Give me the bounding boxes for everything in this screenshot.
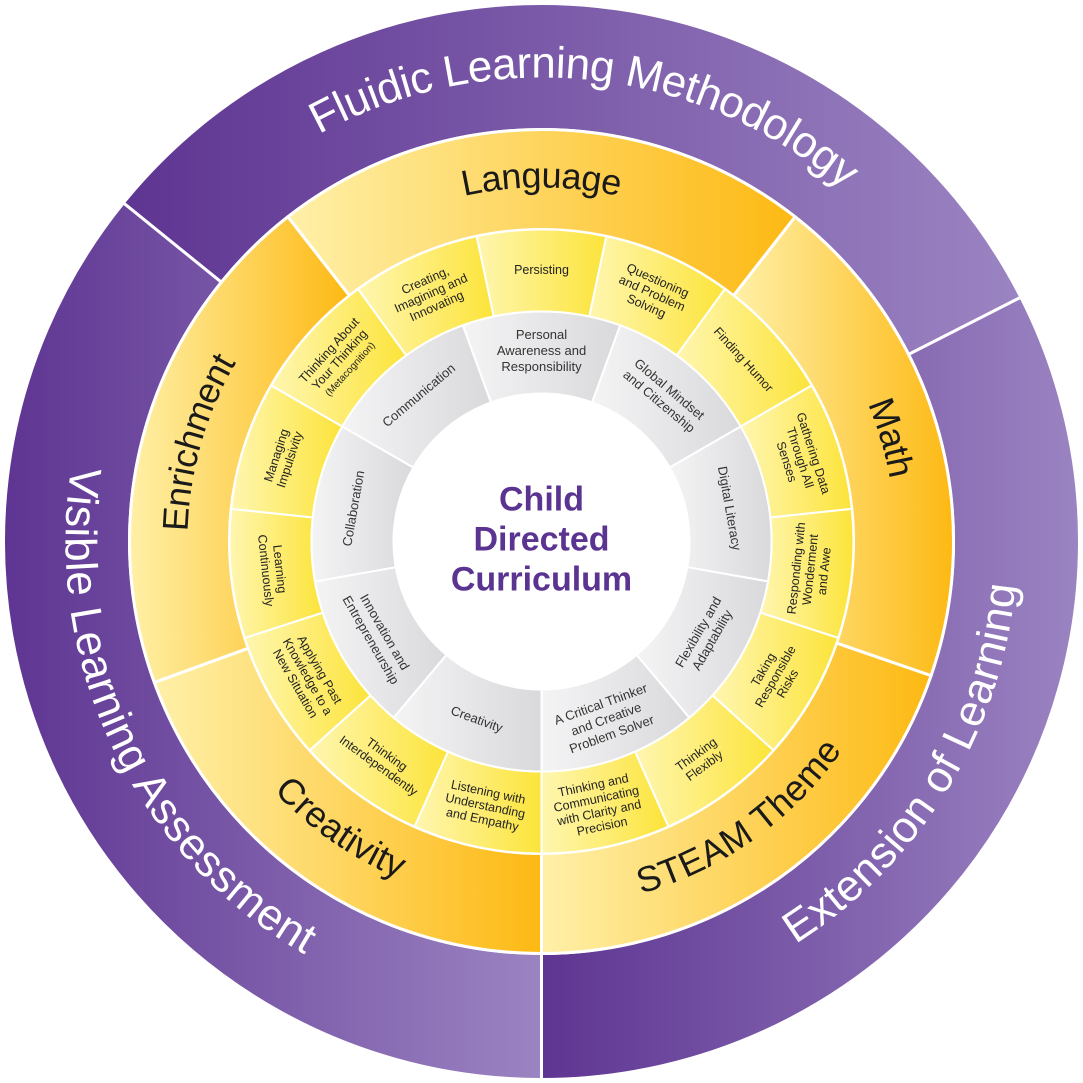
habit-label-line: Learning [270, 544, 289, 594]
skill-label-line: Awareness and [497, 343, 586, 358]
habit-label-line: and Awe [815, 547, 834, 596]
center-title-line: Child [499, 480, 584, 518]
habit-label-line: Persisting [514, 263, 569, 277]
skill-label-line: Responsibility [501, 359, 582, 374]
habit-label: Persisting [514, 263, 569, 277]
center-title-line: Curriculum [451, 560, 632, 598]
center-disk [393, 393, 690, 690]
skill-segment [340, 324, 493, 469]
skill-label-line: Personal [516, 327, 567, 342]
center-title-line: Directed [473, 520, 609, 558]
